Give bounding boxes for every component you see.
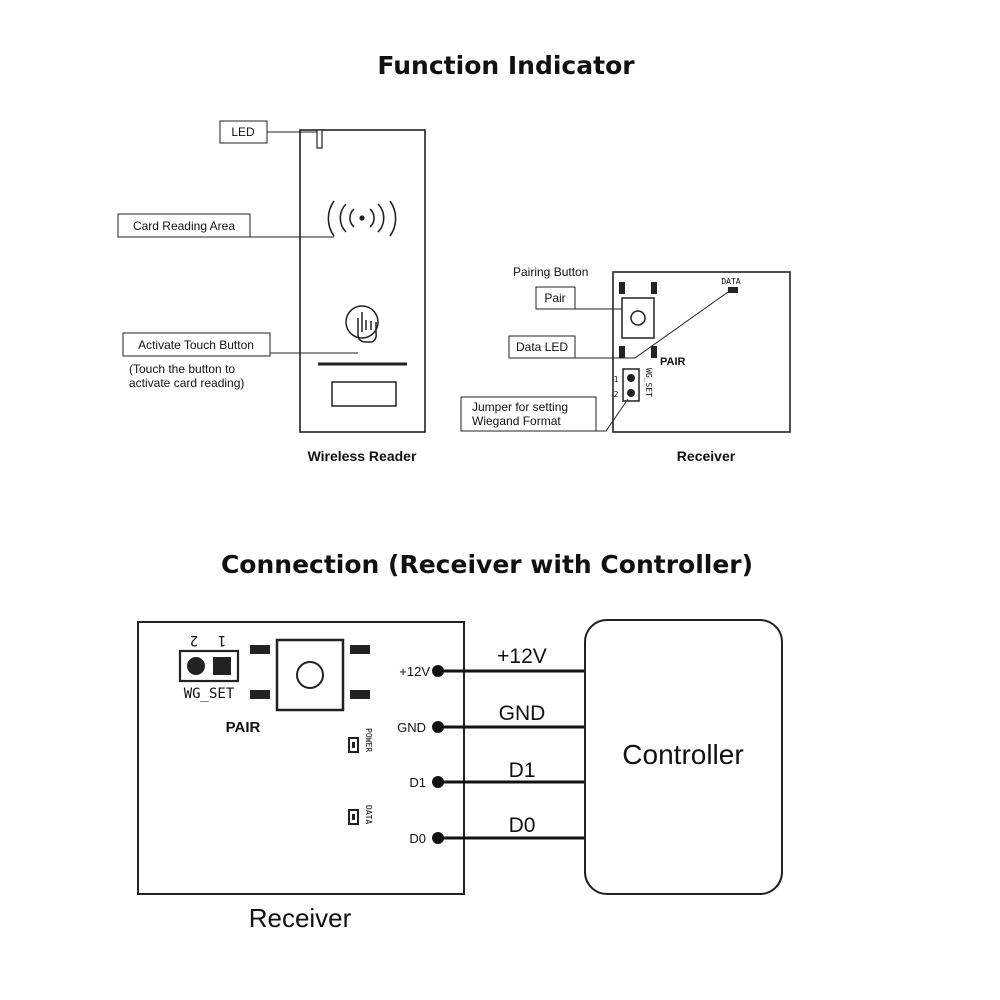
terminal-d1-label: D1 — [409, 775, 426, 790]
card-area-label: Card Reading Area — [133, 219, 235, 233]
pairing-button-heading: Pairing Button — [513, 265, 588, 279]
pair-label: Pair — [544, 291, 565, 305]
terminal-d0-label: D0 — [409, 831, 426, 846]
receiver-large-board: 2 1 WG_SET PAIR POWER DATA — [137, 621, 465, 895]
wire-d1-label: D1 — [509, 759, 536, 782]
receiver-small-board: PAIR DATA 1 2 WG_SET — [612, 271, 791, 433]
jumper-pin2-label: 2 — [190, 632, 198, 648]
wire-12v-label: +12V — [497, 645, 547, 668]
receiver-caption-top: Receiver — [677, 448, 736, 464]
data-led-indicator — [728, 287, 738, 293]
data-led-large — [348, 809, 359, 825]
reader-slot — [331, 381, 397, 407]
led-callout: LED — [219, 120, 317, 144]
terminal-12v: +12V +12V — [399, 645, 585, 679]
power-led-text: POWER — [364, 728, 373, 752]
pair-button-large-knob — [296, 661, 324, 689]
terminal-gnd-label: GND — [397, 720, 426, 735]
pair-label-large: PAIR — [226, 719, 261, 736]
wg-set-jumper — [622, 368, 640, 402]
wireless-signal-icon — [327, 200, 397, 237]
touch-note-line2: activate card reading) — [129, 376, 244, 390]
touch-button-callout: Activate Touch Button (Touch the button … — [122, 332, 358, 390]
card-area-callout: Card Reading Area — [117, 213, 334, 238]
board-pair-text: PAIR — [660, 356, 686, 368]
function-indicator-title: Function Indicator — [377, 51, 635, 80]
reader-led — [316, 129, 323, 149]
data-led-text: DATA — [364, 805, 373, 824]
data-led-label: Data LED — [516, 340, 568, 354]
terminal-12v-label: +12V — [399, 664, 430, 679]
board-pin1: 1 — [614, 375, 619, 384]
wireless-reader-caption: Wireless Reader — [308, 448, 417, 464]
terminal-d1: D1 D1 — [409, 759, 585, 790]
pair-button-large — [275, 638, 345, 712]
wire-d0-label: D0 — [509, 814, 536, 837]
reader-body — [299, 129, 426, 433]
connection-title: Connection (Receiver with Controller) — [221, 550, 753, 579]
receiver-large-outline — [137, 621, 465, 895]
board-data-text: DATA — [721, 277, 740, 286]
terminal-d0: D0 D0 — [409, 814, 585, 846]
wg-set-jumper-large — [178, 649, 240, 683]
jumper-pin1-label: 1 — [218, 632, 226, 648]
terminal-gnd: GND GND — [397, 702, 585, 735]
power-led — [348, 737, 359, 753]
wire-gnd-label: GND — [499, 702, 546, 725]
touch-button-label: Activate Touch Button — [138, 338, 254, 352]
board-wgset-text: WG_SET — [644, 368, 653, 397]
controller-box — [584, 619, 783, 895]
board-pin2: 2 — [614, 390, 619, 399]
led-label: LED — [231, 125, 255, 139]
touch-hand-icon — [345, 305, 379, 343]
receiver-board-outline — [612, 271, 791, 433]
jumper-line1: Jumper for setting — [472, 400, 568, 414]
touch-note-line1: (Touch the button to — [129, 362, 235, 376]
pair-callout: Pair — [535, 286, 622, 310]
jumper-line2: Wiegand Format — [472, 414, 561, 428]
wg-set-label: WG_SET — [184, 686, 235, 702]
jumper-callout: Jumper for setting Wiegand Format — [460, 396, 629, 432]
data-led-callout: Data LED — [508, 291, 729, 359]
pair-button — [621, 297, 655, 339]
receiver-caption-bottom: Receiver — [249, 903, 352, 933]
controller-label: Controller — [622, 739, 743, 770]
wireless-reader — [299, 129, 426, 433]
pair-button-knob — [630, 310, 646, 326]
